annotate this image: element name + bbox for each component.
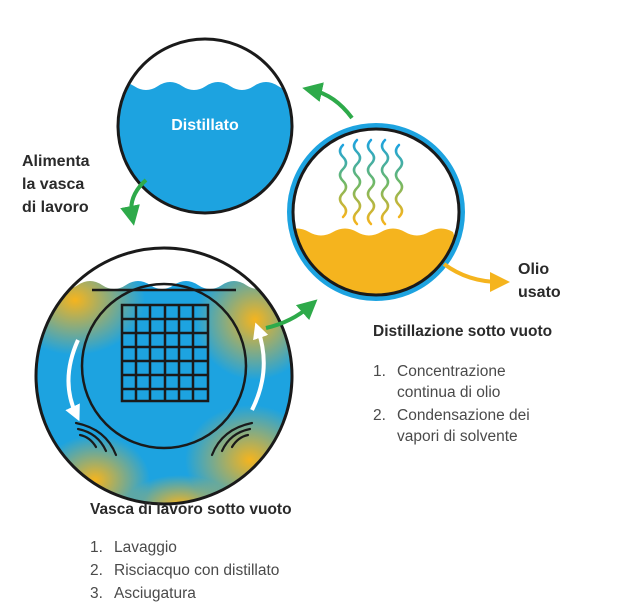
list-item: 1. Concentrazione continua di olio	[373, 363, 506, 401]
arrow-distillation-to-distillate	[302, 82, 354, 120]
distillate-liquid	[118, 82, 292, 213]
distillation-tank	[287, 123, 465, 301]
circulation-arrow-left	[65, 339, 80, 422]
arrow-wash-to-distillation	[265, 299, 318, 330]
distillation-steps: 1. Concentrazione continua di olio 2. Co…	[373, 361, 530, 449]
vapor-lines	[338, 138, 404, 226]
list-item: 2. Risciacquo con distillato	[90, 562, 280, 579]
oil-label: Olio usato	[518, 261, 561, 301]
feed-label: Alimenta la vasca di lavoro	[22, 153, 90, 216]
distillation-heading: Distillazione sotto vuoto	[373, 323, 553, 340]
list-item: 3. Asciugatura	[90, 585, 196, 602]
arrow-oil-out	[442, 262, 510, 292]
circulation-arrow-right	[250, 322, 269, 411]
wash-tank-steps: 1. Lavaggio 2. Risciacquo con distillato…	[90, 537, 279, 606]
wash-tank-heading: Vasca di lavoro sotto vuoto	[90, 501, 292, 518]
parts-basket	[120, 303, 210, 403]
wash-surface	[36, 248, 292, 289]
list-item: 1. Lavaggio	[90, 539, 177, 556]
list-item: 2. Condensazione dei vapori di solvente	[373, 407, 530, 445]
arrow-distillate-to-wash	[120, 178, 148, 226]
ultrasound-left-icon	[74, 421, 118, 457]
distillate-label: Distillato	[171, 117, 239, 134]
ultrasound-right-icon	[210, 421, 254, 457]
wash-tank	[34, 246, 294, 506]
distillate-tank	[116, 37, 294, 215]
